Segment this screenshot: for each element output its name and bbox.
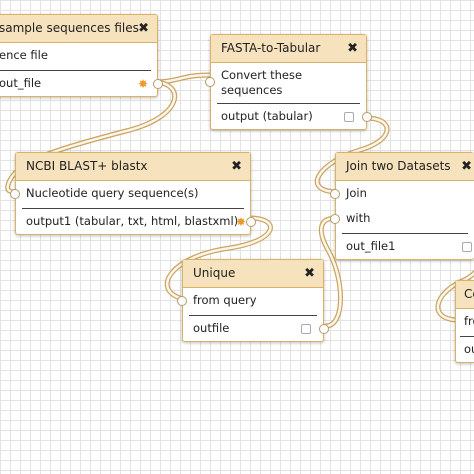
node-title-bar[interactable]: FASTA-to-Tabular ✖ [211,35,366,63]
node-output-row: ou [456,337,474,362]
divider [342,233,468,234]
close-icon[interactable]: ✖ [461,159,472,174]
node-input-row: ence file [0,43,157,68]
checkbox-icon[interactable] [462,241,472,252]
node-input-row: Nucleotide query sequence(s) [10,181,250,206]
output-label: output1 (tabular, txt, html, blastxml) [26,214,239,228]
output-label: output (tabular) [221,109,313,123]
close-icon[interactable]: ✖ [231,159,242,174]
wire-sample-to-blastx-core [6,80,176,194]
node-ncbi-blastx[interactable]: NCBI BLAST+ blastx ✖ Nucleotide query se… [10,152,256,235]
gear-icon[interactable]: ✸ [137,76,148,91]
close-icon[interactable]: ✖ [138,21,149,36]
node-fasta-to-tabular[interactable]: FASTA-to-Tabular ✖ Convert these sequenc… [205,34,372,130]
wire-fasta-to-join-core [315,116,389,194]
divider [0,70,151,71]
input-terminal[interactable] [10,188,20,199]
checkbox-icon[interactable] [301,323,311,334]
node-title: NCBI BLAST+ blastx [26,159,148,173]
output-label: out_file [0,76,42,90]
checkbox-icon[interactable] [344,111,354,122]
divider [217,103,360,104]
node-title-bar[interactable]: Ce [456,281,474,309]
node-title-bar[interactable]: NCBI BLAST+ blastx ✖ [16,153,250,181]
input-label: with [346,211,371,225]
input-terminal[interactable] [330,188,340,199]
output-label: outfile [193,321,230,335]
output-terminal[interactable] [362,111,372,122]
input-label: ence file [0,48,48,62]
input-terminal[interactable] [177,295,187,306]
input-terminal[interactable] [330,213,340,224]
output-label: ou [464,342,474,356]
node-output-row: out_file ✸ [0,71,163,96]
node-input-row-with: with [330,206,474,231]
divider [189,315,317,316]
input-label: fro [464,314,474,328]
output-terminal[interactable] [319,323,329,334]
input-label: Convert these sequences [221,68,303,97]
node-title: FASTA-to-Tabular [221,41,321,55]
node-output-row: out_file1 [336,234,474,259]
node-title-bar[interactable]: Join two Datasets ✖ [336,153,474,181]
node-input-row: Convert these sequences [205,63,366,101]
node-title: Unique [193,266,236,280]
node-output-row: output1 (tabular, txt, html, blastxml) ✸ [16,209,256,234]
node-sample-sequences-files[interactable]: sample sequences files ✖ ence file out_f… [0,14,163,97]
node-title-bar[interactable]: Unique ✖ [183,260,323,288]
close-icon[interactable]: ✖ [304,266,315,281]
wire-unique-to-join-core [320,216,342,328]
input-label: from query [193,293,257,307]
node-input-row: from query [177,288,323,313]
close-icon[interactable]: ✖ [347,41,358,56]
node-unique[interactable]: Unique ✖ from query outfile [177,259,329,342]
output-terminal[interactable] [153,78,163,89]
output-label: out_file1 [346,239,396,253]
output-terminal[interactable] [246,216,256,227]
divider [460,336,474,337]
input-terminal[interactable] [205,77,215,87]
node-join-two-datasets[interactable]: Join two Datasets ✖ Join with out_file1 [330,152,474,260]
node-title: Ce [464,287,474,301]
node-input-row: fro [456,309,474,334]
node-output-row: outfile [183,316,329,341]
node-input-row-join: Join [330,181,474,206]
node-title: sample sequences files [0,21,139,35]
divider [22,208,244,209]
node-output-row: output (tabular) [211,104,372,129]
wire-blastx-to-unique-core [165,216,272,301]
input-label: Nucleotide query sequence(s) [26,186,199,200]
node-title: Join two Datasets [346,159,451,173]
node-title-bar[interactable]: sample sequences files ✖ [0,15,157,43]
gear-icon[interactable]: ✸ [235,214,246,229]
node-partial-right[interactable]: Ce fro ou [455,280,474,363]
input-label: Join [346,186,367,200]
